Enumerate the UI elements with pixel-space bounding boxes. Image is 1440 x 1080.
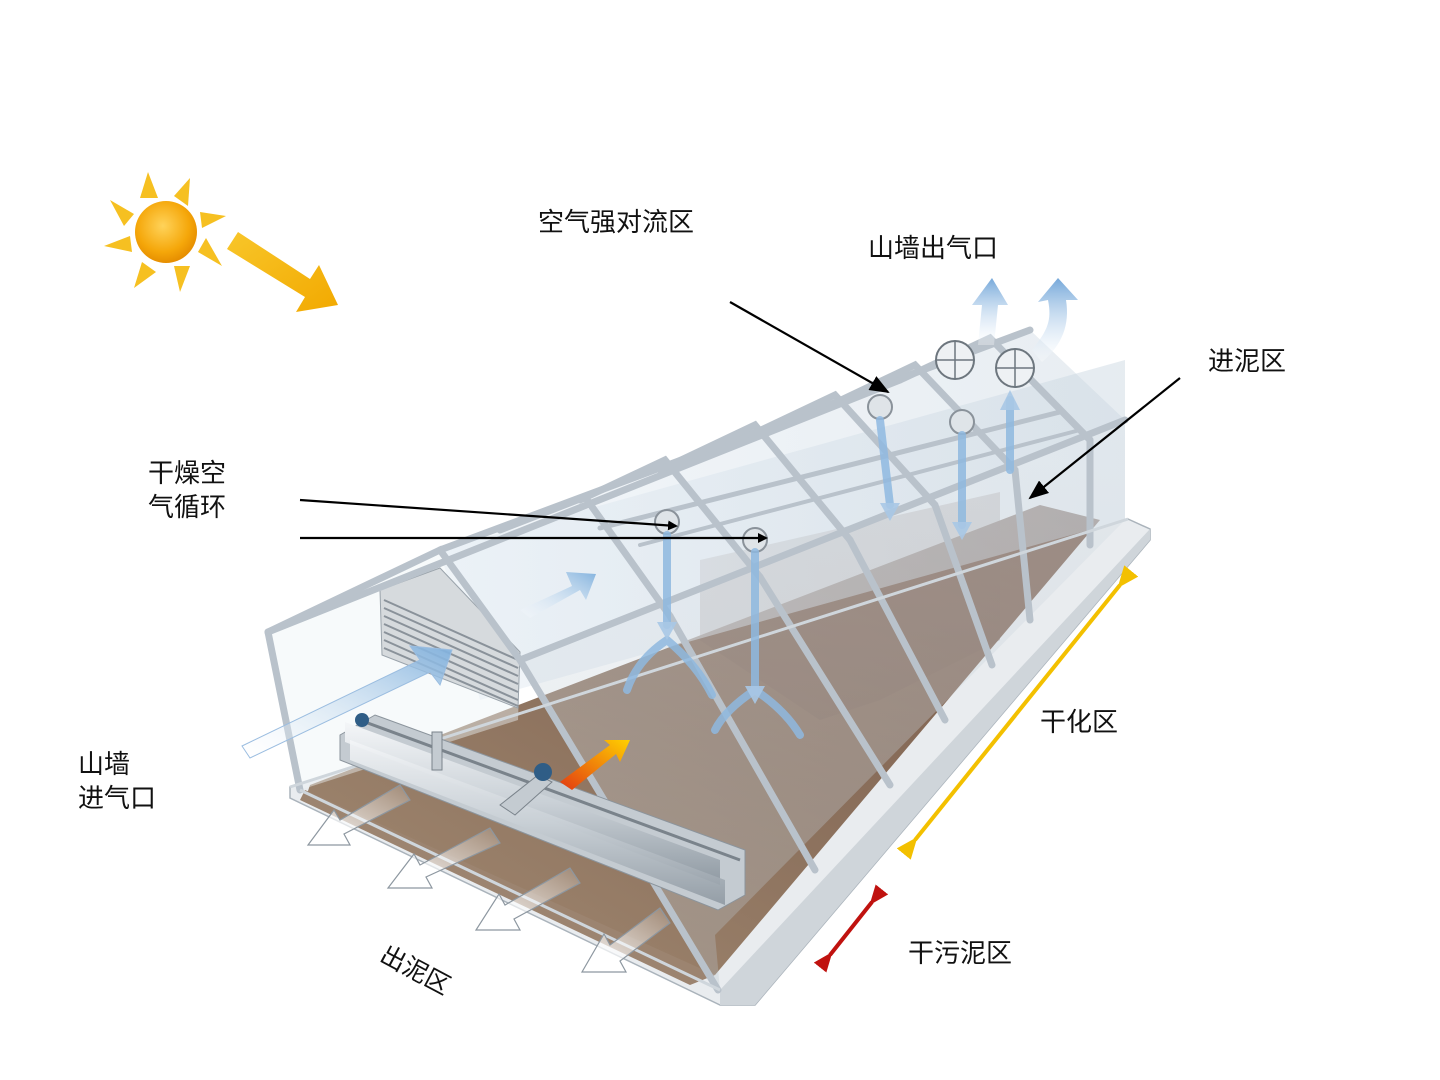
sunlight-arrow bbox=[227, 232, 338, 312]
airflow-arrowheads bbox=[657, 390, 1020, 704]
dry-sludge-zone-arrow bbox=[813, 884, 889, 973]
inlet-airflow bbox=[241, 572, 596, 759]
label-gable-air-outlet: 山墙出气口 bbox=[868, 234, 999, 264]
label-air-convection-zone: 空气强对流区 bbox=[538, 208, 695, 238]
circulation-airflow bbox=[623, 396, 1014, 739]
label-sludge-inlet-zone: 进泥区 bbox=[1208, 347, 1287, 377]
drying-zone-arrow bbox=[896, 565, 1139, 860]
sludge-out-arrows bbox=[306, 784, 671, 973]
heater-icon bbox=[560, 740, 630, 790]
exhaust-fan-icon bbox=[935, 340, 1035, 388]
label-dry-sludge-zone: 干污泥区 bbox=[908, 939, 1013, 969]
circulation-pointer-1 bbox=[299, 498, 678, 531]
sun-icon bbox=[104, 172, 226, 292]
outlet-airflow bbox=[972, 278, 1078, 362]
circulation-fan-icon bbox=[654, 394, 975, 553]
sludge-inlet-pointer bbox=[1028, 377, 1181, 500]
turner-machine bbox=[339, 713, 746, 911]
label-dry-air-circulation: 干燥空 气循环 bbox=[148, 459, 227, 523]
label-drying-zone: 干化区 bbox=[1040, 708, 1119, 738]
convection-pointer bbox=[729, 301, 890, 393]
label-gable-air-inlet: 山墙 进气口 bbox=[78, 750, 157, 814]
gable-louver bbox=[379, 567, 521, 709]
